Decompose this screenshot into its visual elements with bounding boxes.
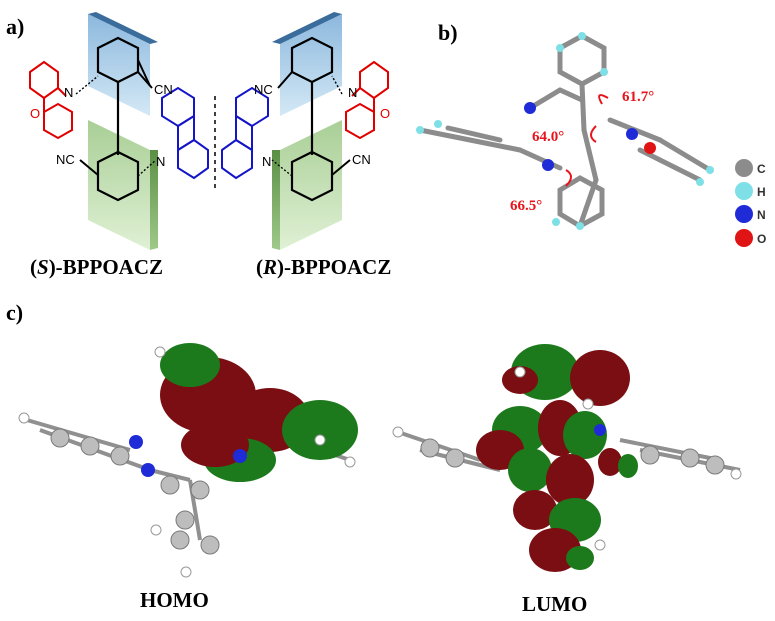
svg-text:N: N: [64, 85, 73, 100]
svg-text:O: O: [757, 232, 766, 246]
svg-text:N: N: [757, 208, 766, 222]
angle-label-3: 66.5°: [510, 198, 542, 214]
atom-legend: C H N O: [735, 159, 766, 247]
panel-label-a: a): [6, 14, 25, 39]
lumo-label: LUMO: [522, 592, 588, 616]
cn-label-lower-right: CN: [352, 152, 371, 167]
homo-label: HOMO: [140, 588, 209, 612]
caption-s-enantiomer: (S)-BPPOACZ: [30, 255, 164, 279]
svg-text:N: N: [262, 154, 271, 169]
svg-text:O: O: [380, 106, 390, 121]
svg-text:H: H: [757, 185, 766, 199]
lumo-orbital-render: [392, 344, 742, 572]
atoms-layer: [416, 32, 714, 230]
r-enantiomer-structure: N O N NC CN: [221, 12, 390, 250]
svg-text:N: N: [156, 154, 165, 169]
ball-and-stick-model: [417, 33, 713, 229]
svg-text:O: O: [30, 106, 40, 121]
angle-arrows: [565, 94, 609, 187]
s-enantiomer-structure: N O N CN NC: [29, 12, 209, 250]
angle-label-1: 61.7°: [622, 89, 654, 105]
cn-label-upper-left: CN: [154, 82, 173, 97]
caption-r-enantiomer: (R)-BPPOACZ: [256, 255, 392, 279]
angle-label-2: 64.0°: [532, 129, 564, 145]
nc-label-lower-left: NC: [56, 152, 75, 167]
svg-text:C: C: [757, 162, 766, 176]
panel-label-c: c): [6, 300, 24, 325]
svg-text:N: N: [348, 85, 357, 100]
homo-orbital-render: [18, 343, 358, 578]
panel-label-b: b): [438, 20, 458, 45]
nc-label-upper-right: NC: [254, 82, 273, 97]
